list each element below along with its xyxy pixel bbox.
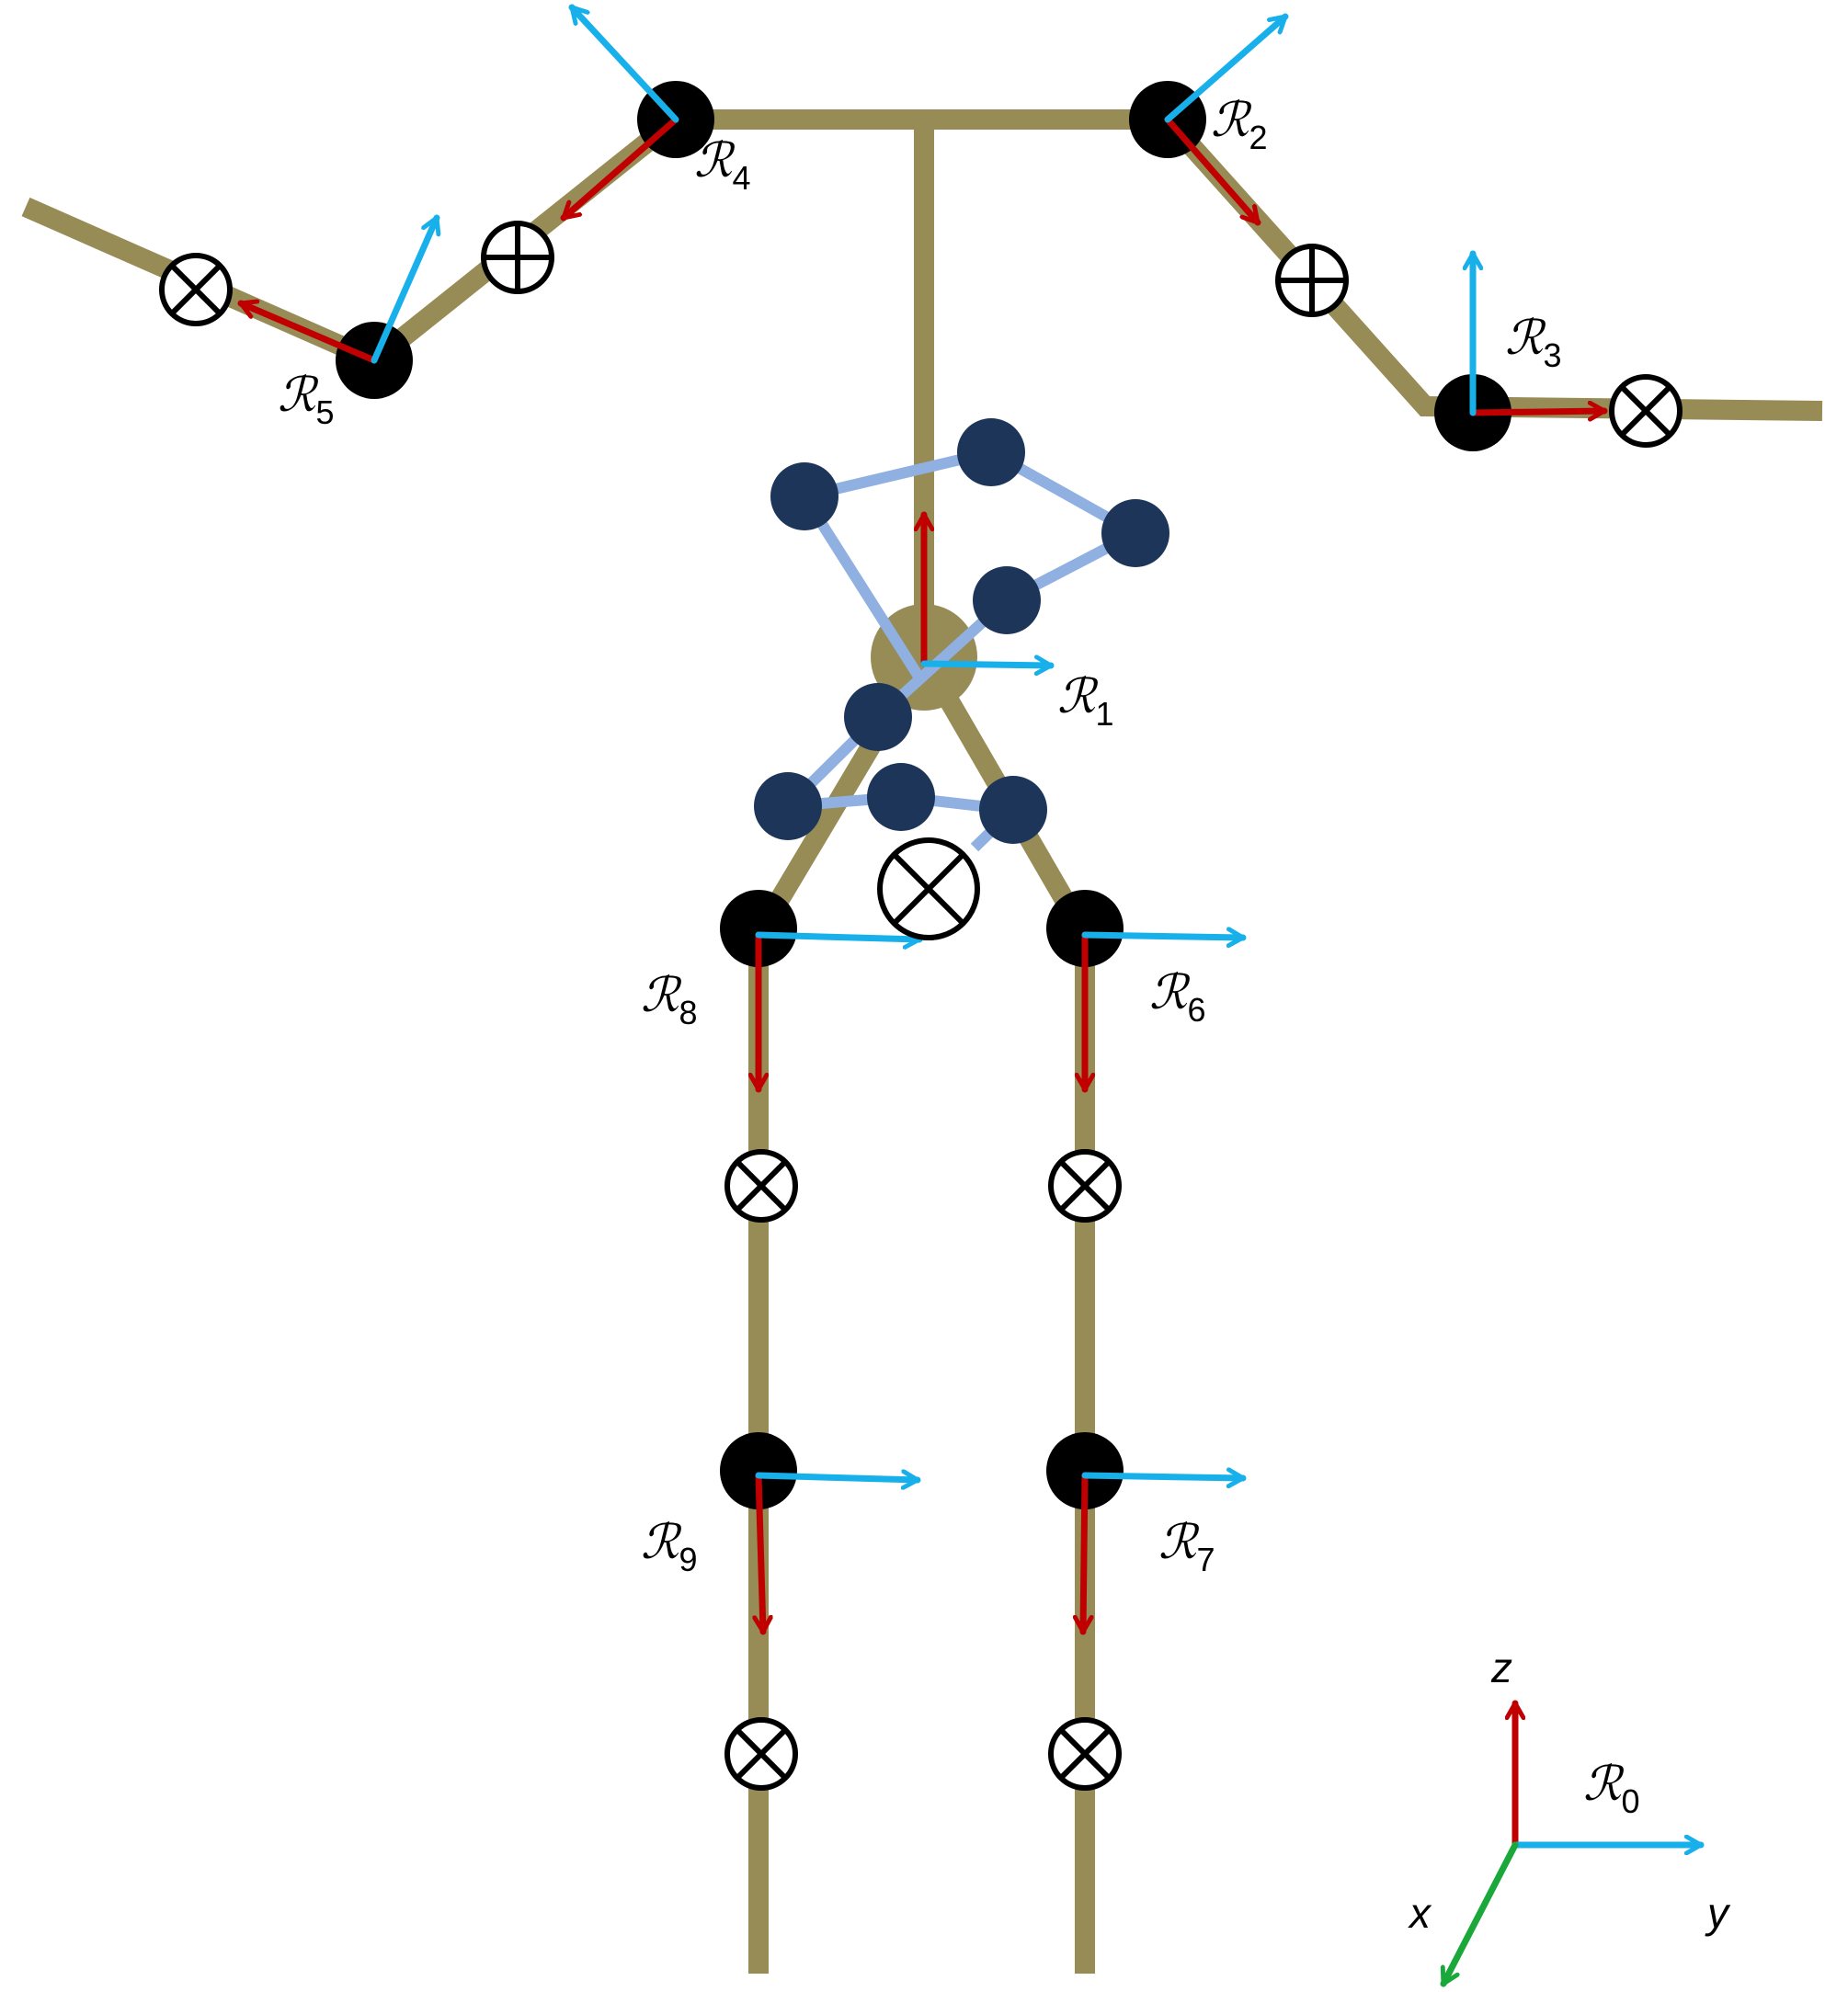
- axis-arrows: [237, 4, 1705, 1987]
- r4-blue-axis-arrow: [568, 4, 679, 123]
- cross-circle-icon: [1048, 1149, 1122, 1223]
- r5-red-axis-arrow: [237, 303, 378, 364]
- cross-circle-icon: [1609, 374, 1683, 448]
- marker-node: [973, 566, 1041, 634]
- marker-node: [979, 776, 1047, 844]
- frame-label-r9: ℛ9: [641, 1515, 698, 1578]
- cross-circle-icon: [159, 253, 233, 326]
- cross-circle-icon: [1048, 1717, 1122, 1791]
- r9-blue-axis-arrow: [755, 1475, 921, 1480]
- r6-blue-axis-arrow: [1081, 935, 1247, 938]
- frame-label-r1: ℛ1: [1057, 669, 1114, 733]
- r7-red-axis-arrow: [1083, 1472, 1085, 1635]
- marker-link: [799, 493, 928, 686]
- world-y-label: y: [1705, 1889, 1731, 1937]
- frame-label-r4: ℛ4: [694, 133, 751, 197]
- joint-r7: [1046, 1432, 1124, 1509]
- r9-red-axis-arrow: [759, 1472, 763, 1635]
- world-axis-labels: z y x: [1408, 1644, 1731, 1937]
- plus-circle-icon: [1275, 244, 1349, 317]
- marker-node: [754, 772, 822, 840]
- frame-label-r8: ℛ8: [641, 968, 698, 1031]
- marker-cluster: [754, 418, 1169, 852]
- left-arm: [21, 111, 682, 372]
- r4-red-axis-arrow: [560, 116, 679, 222]
- r2-red-axis-arrow: [1164, 116, 1261, 226]
- r5-blue-axis-arrow: [371, 214, 437, 364]
- cross-circle-icon: [724, 1149, 798, 1223]
- world-x-label: x: [1408, 1889, 1432, 1937]
- r2-blue-axis-arrow: [1164, 13, 1289, 123]
- plus-circle-icon: [481, 221, 554, 294]
- r7-blue-axis-arrow: [1081, 1475, 1247, 1478]
- frame-labels: ℛ1 ℛ2 ℛ3 ℛ4 ℛ5 ℛ6 ℛ7 ℛ8 ℛ9 ℛ0: [278, 93, 1640, 1820]
- marker-node: [770, 462, 838, 530]
- world-x-axis-arrow: [1440, 1841, 1519, 1987]
- frame-label-r0: ℛ0: [1583, 1757, 1640, 1820]
- frame-label-r5: ℛ5: [278, 368, 335, 431]
- frame-label-r6: ℛ6: [1149, 965, 1206, 1029]
- marker-node: [1101, 499, 1169, 567]
- frame-label-r2: ℛ2: [1211, 93, 1268, 156]
- joint-r8: [720, 890, 797, 967]
- marker-node: [957, 418, 1025, 486]
- marker-node: [867, 763, 935, 831]
- frame-label-r3: ℛ3: [1505, 311, 1562, 374]
- cross-circle-icon: [877, 837, 980, 940]
- axis-direction-symbols: [159, 221, 1683, 1791]
- r8-blue-axis-arrow: [755, 935, 923, 939]
- r3-red-axis-arrow: [1469, 411, 1608, 413]
- joint-r6: [1046, 890, 1124, 967]
- world-z-label: z: [1490, 1644, 1512, 1691]
- r1-blue-axis-arrow: [920, 664, 1055, 666]
- cross-circle-icon: [724, 1717, 798, 1791]
- marker-node: [844, 683, 912, 751]
- joint-r9: [720, 1432, 797, 1509]
- right-arm: [1159, 112, 1823, 421]
- frame-label-r7: ℛ7: [1158, 1515, 1215, 1578]
